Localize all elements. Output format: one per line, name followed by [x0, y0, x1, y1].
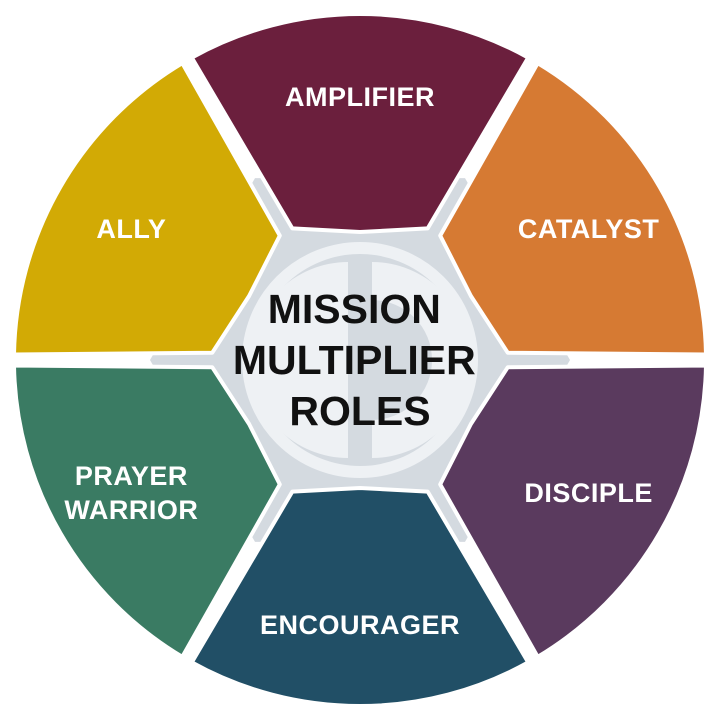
role-segments [12, 12, 708, 708]
label-ally: ALLY [96, 214, 166, 244]
segment-ally [12, 61, 282, 357]
label-disciple-line-1: DISCIPLE [524, 478, 653, 508]
label-catalyst-line-1: CATALYST [518, 214, 660, 244]
segment-prayer-warrior [12, 363, 282, 659]
label-disciple: DISCIPLE [524, 478, 653, 508]
center-title: MISSION MULTIPLIER ROLES [233, 286, 487, 434]
label-encourager-line-1: ENCOURAGER [260, 610, 460, 640]
segment-disciple [438, 363, 708, 659]
label-amplifier-line-1: AMPLIFIER [285, 82, 435, 112]
mission-logo-icon [242, 242, 478, 478]
label-prayer-warrior: PRAYER WARRIOR [64, 461, 198, 525]
role-labels: AMPLIFIER CATALYST DISCIPLE ENCOURAGER PRAYE… [64, 82, 660, 640]
center-title-line-3: ROLES [289, 388, 430, 434]
segment-amplifier [189, 12, 531, 234]
label-prayer-warrior-line-2: WARRIOR [64, 495, 198, 525]
segment-catalyst [438, 61, 708, 357]
label-prayer-warrior-line-1: PRAYER [75, 461, 188, 491]
label-amplifier: AMPLIFIER [285, 82, 435, 112]
label-catalyst: CATALYST [518, 214, 660, 244]
segment-encourager [189, 486, 531, 708]
label-ally-line-1: ALLY [96, 214, 166, 244]
center-title-line-1: MISSION [268, 286, 441, 332]
center-title-line-2: MULTIPLIER [233, 337, 476, 383]
label-encourager: ENCOURAGER [260, 610, 460, 640]
